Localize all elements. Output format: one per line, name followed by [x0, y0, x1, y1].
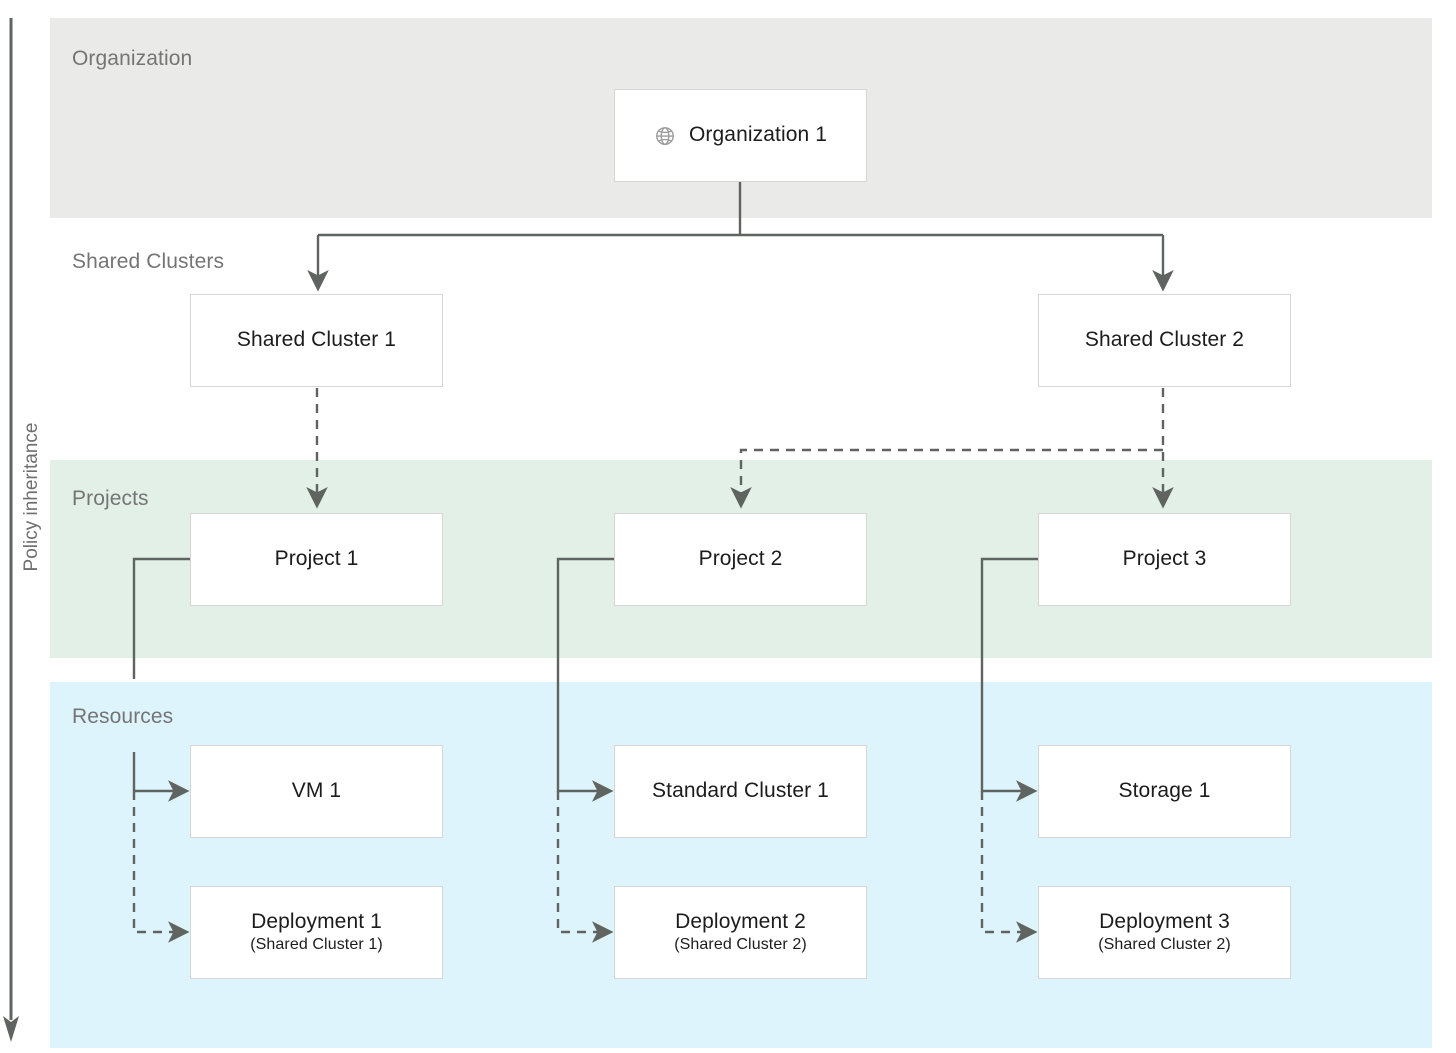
node-sublabel: (Shared Cluster 2) — [1098, 935, 1231, 953]
node-label: Organization 1 — [689, 123, 827, 147]
globe-icon — [656, 126, 674, 145]
node-project-3[interactable]: Project 3 — [1038, 513, 1291, 606]
band-label-shared-clusters: Shared Clusters — [72, 250, 225, 273]
node-label: Shared Cluster 2 — [1084, 328, 1245, 352]
node-standard-cluster-1[interactable]: Standard Cluster 1 — [614, 745, 867, 838]
node-project-2[interactable]: Project 2 — [614, 513, 867, 606]
band-resources — [50, 682, 1432, 1048]
node-label: Project 3 — [1122, 547, 1207, 571]
node-deployment-3[interactable]: Deployment 3 (Shared Cluster 2) — [1038, 886, 1291, 979]
node-deployment-1[interactable]: Deployment 1 (Shared Cluster 1) — [190, 886, 443, 979]
node-label: Deployment 1 — [251, 909, 382, 933]
node-shared-cluster-1[interactable]: Shared Cluster 1 — [190, 294, 443, 387]
policy-inheritance-arrow-icon — [3, 18, 19, 1042]
policy-inheritance-label: Policy inheritance — [21, 422, 42, 572]
band-label-organization: Organization — [72, 47, 193, 70]
node-project-1[interactable]: Project 1 — [190, 513, 443, 606]
node-sublabel: (Shared Cluster 2) — [674, 935, 807, 953]
node-deployment-2[interactable]: Deployment 2 (Shared Cluster 2) — [614, 886, 867, 979]
node-vm-1[interactable]: VM 1 — [190, 745, 443, 838]
node-storage-1[interactable]: Storage 1 — [1038, 745, 1291, 838]
node-label: VM 1 — [291, 779, 342, 803]
policy-inheritance-axis: Policy inheritance — [0, 0, 50, 1048]
node-shared-cluster-2[interactable]: Shared Cluster 2 — [1038, 294, 1291, 387]
node-label: Deployment 2 — [675, 909, 806, 933]
node-label: Project 2 — [698, 547, 783, 571]
node-label: Storage 1 — [1118, 779, 1211, 803]
node-label: Deployment 3 — [1099, 909, 1230, 933]
node-sublabel: (Shared Cluster 1) — [250, 935, 383, 953]
node-label: Project 1 — [274, 547, 359, 571]
node-organization-1[interactable]: Organization 1 — [614, 89, 867, 182]
node-label: Standard Cluster 1 — [652, 779, 829, 803]
band-label-resources: Resources — [72, 705, 174, 728]
node-label: Shared Cluster 1 — [236, 328, 397, 352]
band-label-projects: Projects — [72, 487, 149, 510]
